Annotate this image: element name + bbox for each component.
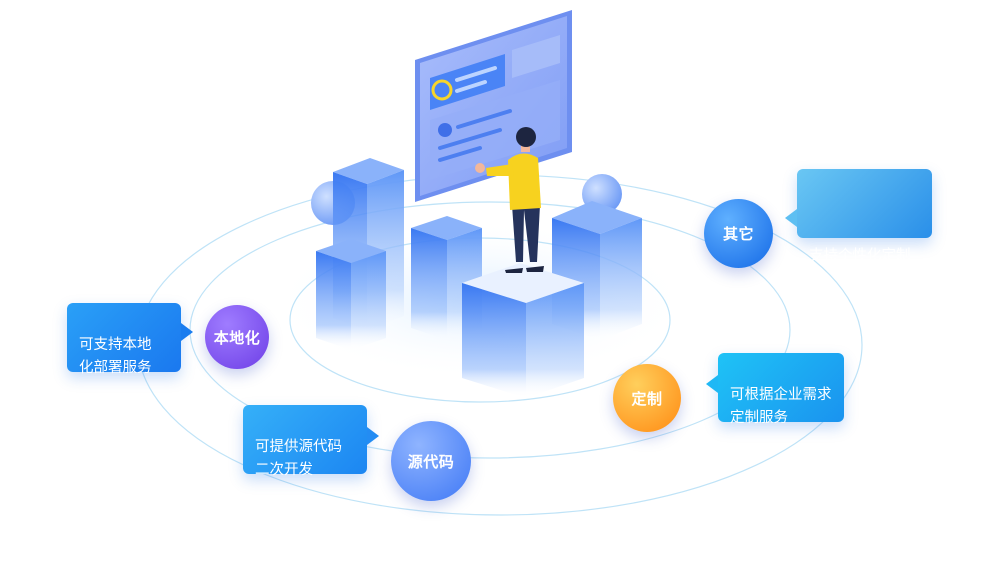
person-figure [475, 127, 544, 273]
desc-bubble-source-code: 可提供源代码 二次开发 [243, 405, 379, 478]
tower-left [316, 239, 386, 350]
bubble-pointer [706, 375, 718, 393]
bubble-pointer [785, 209, 797, 227]
bubble-pointer [367, 427, 379, 445]
desc-text-other: 支持个性化定制 [809, 248, 911, 264]
node-custom: 定制 [613, 364, 681, 432]
desc-bubble-other: 支持个性化定制 [785, 169, 932, 264]
desc-text-local: 可支持本地 化部署服务 [79, 337, 152, 376]
bubble-pointer [181, 323, 193, 341]
dashboard-screen [415, 10, 572, 202]
node-source-code: 源代码 [391, 421, 471, 501]
desc-bubble-custom: 可根据企业需求 定制服务 [706, 353, 844, 426]
desc-bubble-local: 可支持本地 化部署服务 [67, 303, 193, 376]
node-other: 其它 [704, 199, 773, 268]
pedestal [462, 263, 584, 398]
node-local: 本地化 [205, 305, 269, 369]
desc-text-source-code: 可提供源代码 二次开发 [255, 439, 342, 478]
desc-text-custom: 可根据企业需求 定制服务 [730, 387, 832, 426]
